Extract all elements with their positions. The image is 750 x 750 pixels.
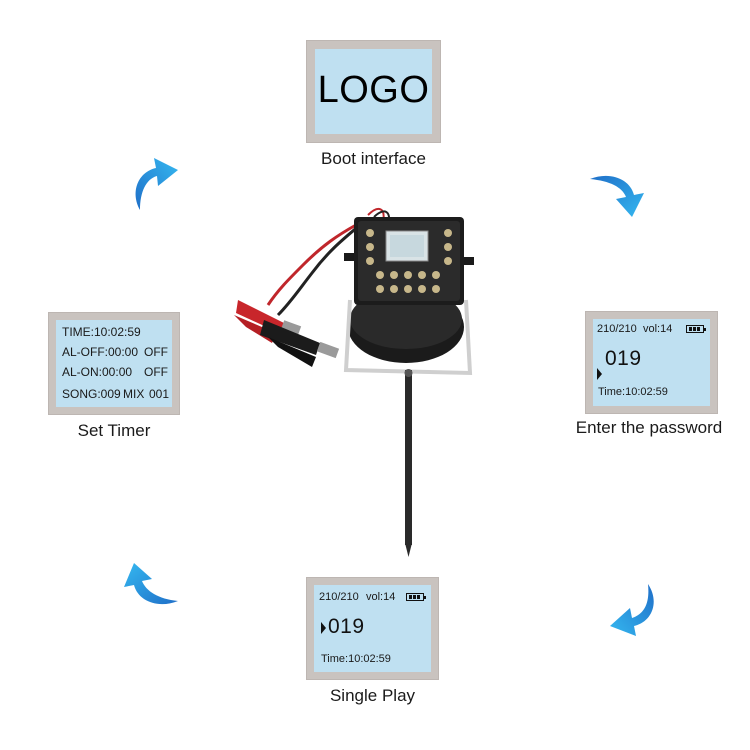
black-clip-icon — [260, 320, 340, 367]
password-time: Time:10:02:59 — [598, 386, 668, 398]
cycle-arrow-bottom-left-icon — [124, 563, 178, 605]
timer-mix-value: 001 — [149, 387, 170, 401]
timer-mix-label: MIX — [123, 387, 145, 401]
timer-time-line: TIME:10:02:59 — [62, 325, 141, 339]
password-track-count: 210/210 — [597, 323, 637, 335]
timer-song-line: SONG:009 — [62, 387, 121, 401]
password-volume: vol:14 — [643, 323, 673, 335]
single-volume: vol:14 — [366, 591, 396, 603]
timer-screen: TIME:10:02:59 AL-OFF:00:00 OFF AL-ON:00:… — [56, 320, 172, 407]
timer-al-on-line: AL-ON:00:00 — [62, 365, 133, 379]
cycle-arrow-top-right-icon — [590, 175, 644, 217]
boot-screen: LOGO — [315, 49, 432, 134]
timer-al-off-line: AL-OFF:00:00 — [62, 345, 139, 359]
boot-display: LOGO — [306, 40, 441, 143]
timer-al-on-state: OFF — [144, 365, 168, 379]
boot-caption: Boot interface — [321, 149, 426, 168]
timer-display: TIME:10:02:59 AL-OFF:00:00 OFF AL-ON:00:… — [48, 312, 180, 415]
single-play-screen: 210/210 vol:14 019 Time:10:02:59 — [314, 585, 431, 672]
password-display: 210/210 vol:14 019 Time:10:02:59 — [585, 311, 718, 414]
battery-icon — [686, 325, 706, 333]
battery-icon — [406, 593, 426, 601]
password-screen: 210/210 vol:14 019 Time:10:02:59 — [593, 319, 710, 406]
single-track-count: 210/210 — [319, 591, 359, 603]
timer-caption: Set Timer — [77, 421, 151, 440]
single-play-display: 210/210 vol:14 019 Time:10:02:59 — [306, 577, 439, 680]
game-caller-device — [234, 207, 474, 557]
cycle-arrow-bottom-right-icon — [610, 584, 654, 636]
single-time: Time:10:02:59 — [321, 653, 391, 665]
password-caption: Enter the password — [575, 418, 723, 437]
logo-text: LOGO — [317, 69, 430, 111]
cursor-caret-icon — [321, 622, 326, 634]
single-number: 019 — [328, 615, 365, 638]
single-play-caption: Single Play — [329, 686, 416, 705]
timer-al-off-state: OFF — [144, 345, 168, 359]
cycle-arrow-top-left-icon — [135, 158, 178, 210]
password-number: 019 — [605, 347, 642, 370]
cursor-caret-icon — [597, 368, 602, 380]
